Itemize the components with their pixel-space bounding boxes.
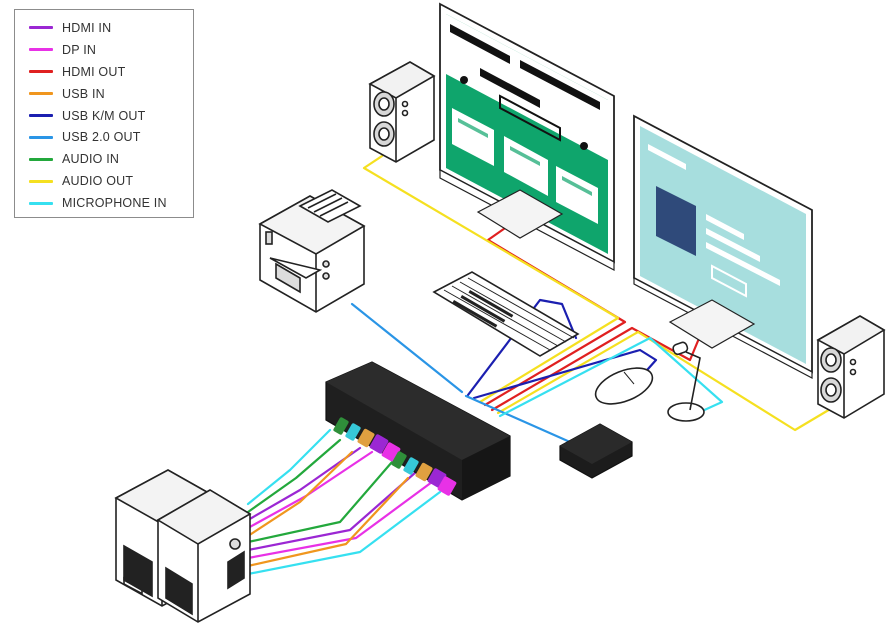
- legend-item-usb-km-out: USB K/M OUT: [29, 105, 193, 127]
- cable-legend: HDMI IN DP IN HDMI OUT USB IN USB K/M OU…: [14, 9, 194, 218]
- usb-hub-icon: [559, 423, 633, 479]
- cable-usb-km-keyboard: [466, 298, 578, 397]
- cable-pc-mic-in-1: [246, 428, 332, 506]
- legend-item-audio-out: AUDIO OUT: [29, 170, 193, 192]
- legend-item-hdmi-out: HDMI OUT: [29, 61, 193, 83]
- cable-pc-usb-in-2: [246, 476, 410, 568]
- legend-item-dp-in: DP IN: [29, 39, 193, 61]
- legend-label: USB IN: [62, 86, 105, 101]
- cable-usb-km-mouse: [472, 348, 658, 400]
- cable-usb20-hub: [464, 394, 572, 444]
- legend-swatch: [29, 70, 53, 74]
- legend-label: DP IN: [62, 42, 97, 57]
- legend-swatch: [29, 201, 53, 205]
- monitor-icon: [633, 114, 813, 379]
- cable-pc-hdmi-in-1: [246, 446, 362, 522]
- legend-swatch: [29, 92, 53, 96]
- legend-label: USB K/M OUT: [62, 108, 146, 123]
- cable-pc-audio-in-2: [246, 460, 394, 544]
- speaker-icon: [368, 61, 436, 163]
- legend-item-usb-in: USB IN: [29, 83, 193, 105]
- legend-label: USB 2.0 OUT: [62, 130, 141, 145]
- legend-swatch: [29, 114, 53, 117]
- printer-icon: [258, 189, 366, 313]
- cable-mic-in: [498, 336, 724, 418]
- legend-swatch: [29, 26, 53, 30]
- legend-item-usb-20-out: USB 2.0 OUT: [29, 126, 193, 148]
- monitor-icon: [439, 2, 615, 271]
- speaker-icon: [816, 315, 886, 419]
- microphone-icon: [667, 341, 705, 422]
- monitor-right-screen: [640, 126, 806, 364]
- legend-swatch: [29, 179, 53, 183]
- mouse-icon: [594, 367, 654, 405]
- legend-label: HDMI OUT: [62, 64, 126, 79]
- keyboard-icon: [432, 271, 580, 357]
- legend-label: MICROPHONE IN: [62, 196, 167, 211]
- legend-item-hdmi-in: HDMI IN: [29, 17, 193, 39]
- kvm-port-group-2: [391, 451, 457, 496]
- cable-hdmi-out-right-monitor: [490, 326, 702, 412]
- cable-audio-out-left-speaker: [362, 154, 620, 404]
- legend-label: AUDIO OUT: [62, 174, 134, 189]
- legend-swatch: [29, 135, 53, 139]
- cable-pc-usb-in-1: [246, 450, 354, 538]
- legend-label: AUDIO IN: [62, 152, 120, 167]
- legend-swatch: [29, 48, 53, 52]
- cable-audio-out-right-speaker: [496, 330, 834, 432]
- cable-pc-dp-in-2: [246, 480, 434, 560]
- kvm-port-group-1: [333, 417, 401, 462]
- legend-label: HDMI IN: [62, 20, 112, 35]
- cable-pc-mic-in-2: [246, 490, 442, 576]
- legend-item-audio-in: AUDIO IN: [29, 148, 193, 170]
- legend-swatch: [29, 157, 53, 161]
- legend-item-microphone-in: MICROPHONE IN: [29, 192, 193, 214]
- cable-pc-audio-in-1: [246, 438, 342, 514]
- cables: [246, 154, 834, 576]
- pc-tower-icon: [156, 489, 252, 623]
- cable-usb20-printer: [350, 302, 464, 394]
- kvm-switch-icon: [325, 361, 511, 501]
